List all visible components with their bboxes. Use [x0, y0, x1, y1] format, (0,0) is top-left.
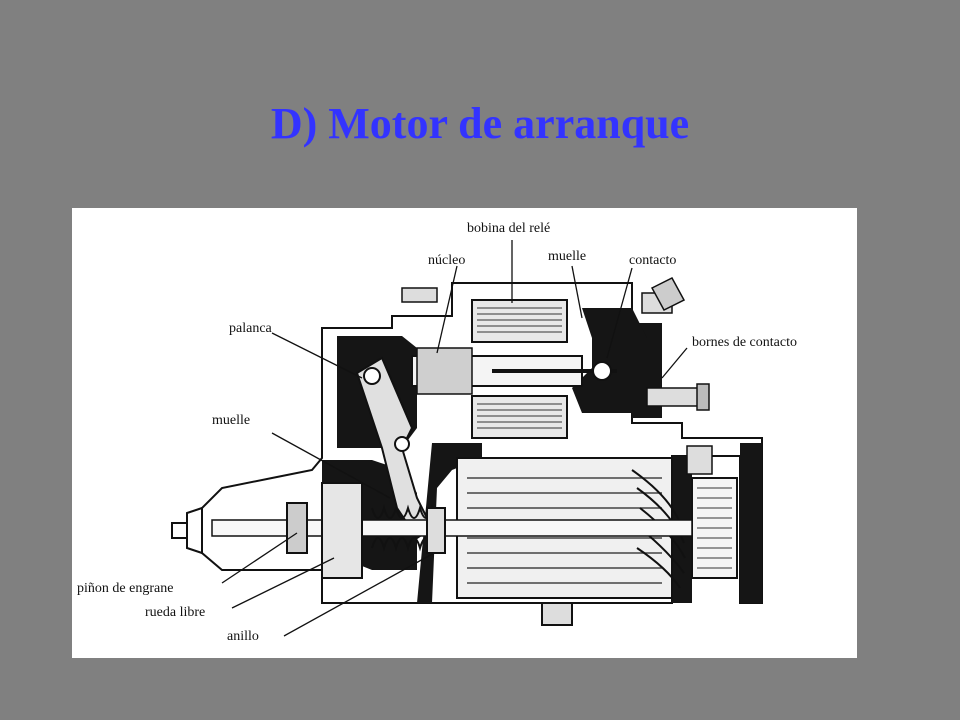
drive-shaft [211, 519, 693, 537]
label-bornes-contacto: bornes de contacto [692, 335, 797, 350]
label-muelle-left: muelle [212, 413, 250, 428]
slide-title: D) Motor de arranque [270, 99, 690, 148]
label-muelle-top: muelle [548, 249, 586, 264]
label-rueda-libre: rueda libre [145, 605, 205, 620]
leader-lines [221, 240, 688, 637]
label-nucleo: núcleo [428, 253, 465, 268]
solenoid-core [411, 347, 617, 395]
label-anillo: anillo [227, 629, 259, 644]
commutator [686, 445, 738, 579]
label-bobina-rele: bobina del relé [467, 221, 550, 236]
label-contacto: contacto [629, 253, 676, 268]
starter-motor-drawing: bobina del relé núcleo muelle contacto p… [77, 221, 797, 644]
starter-motor-diagram: bobina del relé núcleo muelle contacto p… [72, 208, 857, 658]
label-palanca: palanca [229, 321, 273, 336]
relay-coil [471, 299, 568, 439]
contact-terminals [401, 277, 710, 411]
pinion-assembly [286, 482, 446, 579]
lever [355, 356, 434, 540]
mounting-foot [541, 602, 573, 626]
label-pinon-engrane: piñon de engrane [77, 581, 173, 596]
